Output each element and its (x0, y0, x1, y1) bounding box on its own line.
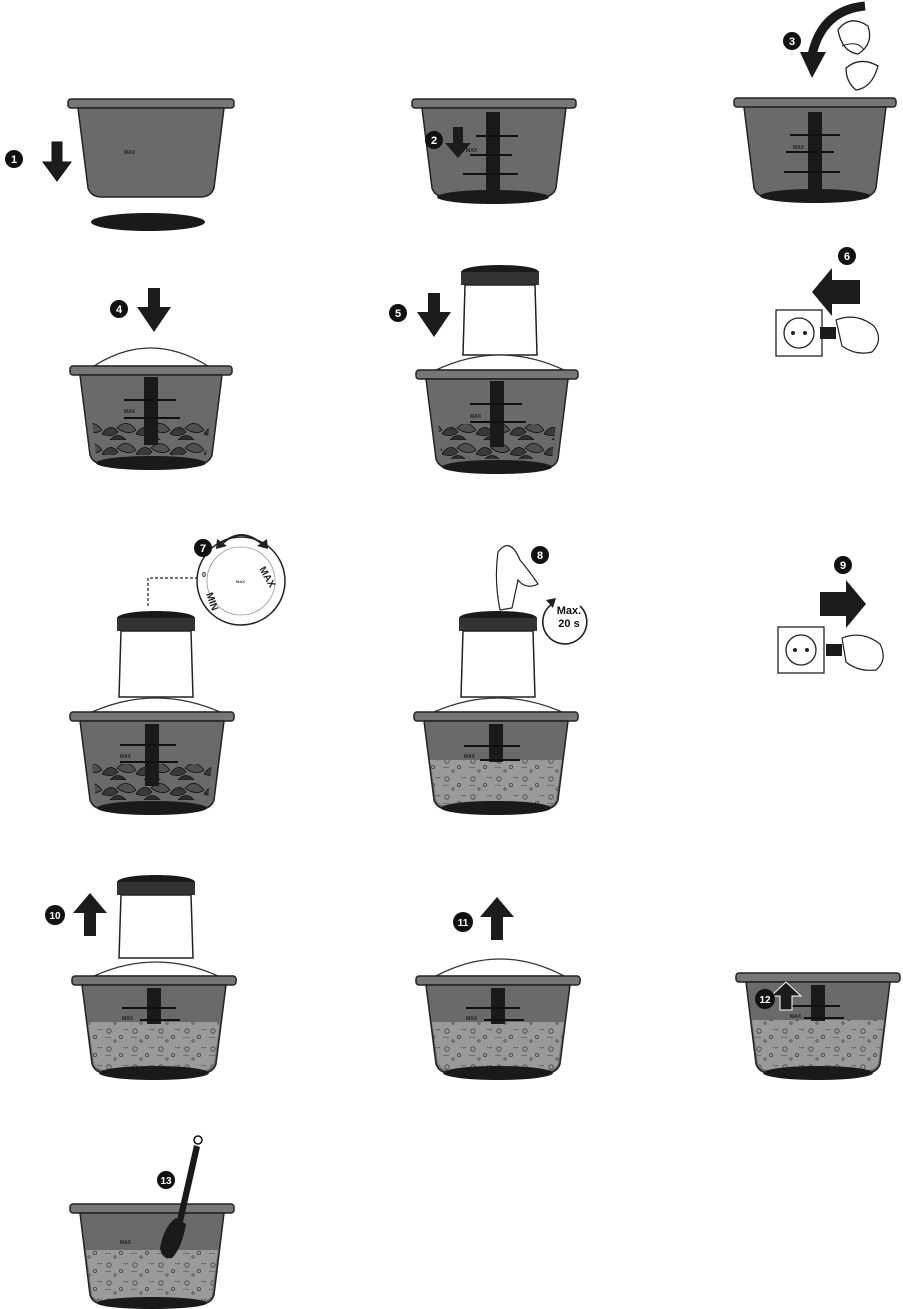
hand-icon (842, 635, 883, 670)
arrow-right-icon (820, 580, 866, 628)
step-6: 6 (776, 247, 879, 356)
step-number: 3 (789, 36, 795, 48)
bowl-max-mark: MAX (793, 145, 805, 151)
bowl-max-mark: MAX (790, 1014, 802, 1020)
bowl-max-mark: MAX (466, 148, 478, 154)
timer-icon: Max. 20 s (543, 598, 587, 644)
timer-line2: 20 s (558, 618, 579, 630)
step-5: MAX 5 (389, 265, 578, 474)
motor-unit (463, 285, 537, 355)
arrow-up-icon (480, 897, 514, 940)
step-10: MAX 10 (45, 875, 236, 1080)
plug-icon (820, 327, 836, 339)
step-3: MAX 3 (734, 6, 896, 203)
hand-icon (836, 317, 879, 353)
step-8: MAX Max. 20 s 8 (414, 546, 587, 815)
bowl-max-mark: MAX (470, 414, 482, 420)
bowl-max-mark: MAX (464, 754, 476, 760)
base-plate (91, 213, 205, 231)
lid-dome (94, 348, 208, 366)
step-number: 11 (458, 918, 469, 929)
step-number: 8 (537, 550, 543, 562)
arrow-down-icon (43, 142, 71, 181)
blade-shaft (486, 112, 500, 192)
step-number: 6 (844, 251, 850, 263)
dial-center-label: MAX (236, 579, 245, 584)
bowl-max-mark: MAX (124, 409, 136, 415)
step-12: MAX 12 (736, 973, 900, 1080)
bowl-max-mark: MAX (124, 150, 136, 156)
bowl-max-mark: MAX (120, 754, 132, 760)
step-13: MAX 13 (70, 1136, 234, 1309)
dial-zero-label: 0 (202, 572, 206, 579)
bowl-max-mark: MAX (120, 1240, 132, 1246)
motor-unit (119, 631, 193, 697)
arrow-left-icon (812, 268, 860, 316)
bowl-max-mark: MAX (466, 1016, 478, 1022)
step-1: MAX 1 (5, 99, 234, 231)
step-number: 12 (759, 995, 771, 1006)
step-number: 2 (431, 135, 437, 147)
step-2: MAX 2 (412, 99, 576, 204)
step-number: 7 (200, 543, 206, 555)
step-11: MAX 11 (416, 897, 580, 1080)
step-4: MAX 4 (70, 288, 232, 470)
step-number: 1 (11, 154, 17, 166)
step-number: 9 (840, 560, 846, 572)
bowl: MAX (68, 99, 234, 197)
lid-dome (436, 959, 564, 976)
arrow-down-icon (417, 293, 451, 337)
step-number: 5 (395, 308, 401, 320)
arrow-up-icon (73, 893, 107, 936)
step-7: MAX MIN MAX 0 MAX 7 (70, 535, 285, 815)
timer-line1: Max. (557, 605, 581, 617)
step-number: 13 (160, 1176, 172, 1187)
step-number: 10 (49, 911, 61, 922)
plug-icon (826, 644, 842, 656)
step-9: 9 (778, 556, 883, 673)
food-pieces-icon (838, 21, 878, 90)
motor-unit (461, 631, 535, 697)
motor-unit (119, 895, 193, 958)
step-number: 4 (116, 304, 123, 316)
bowl-max-mark: MAX (122, 1016, 134, 1022)
arrow-down-icon (137, 288, 171, 332)
